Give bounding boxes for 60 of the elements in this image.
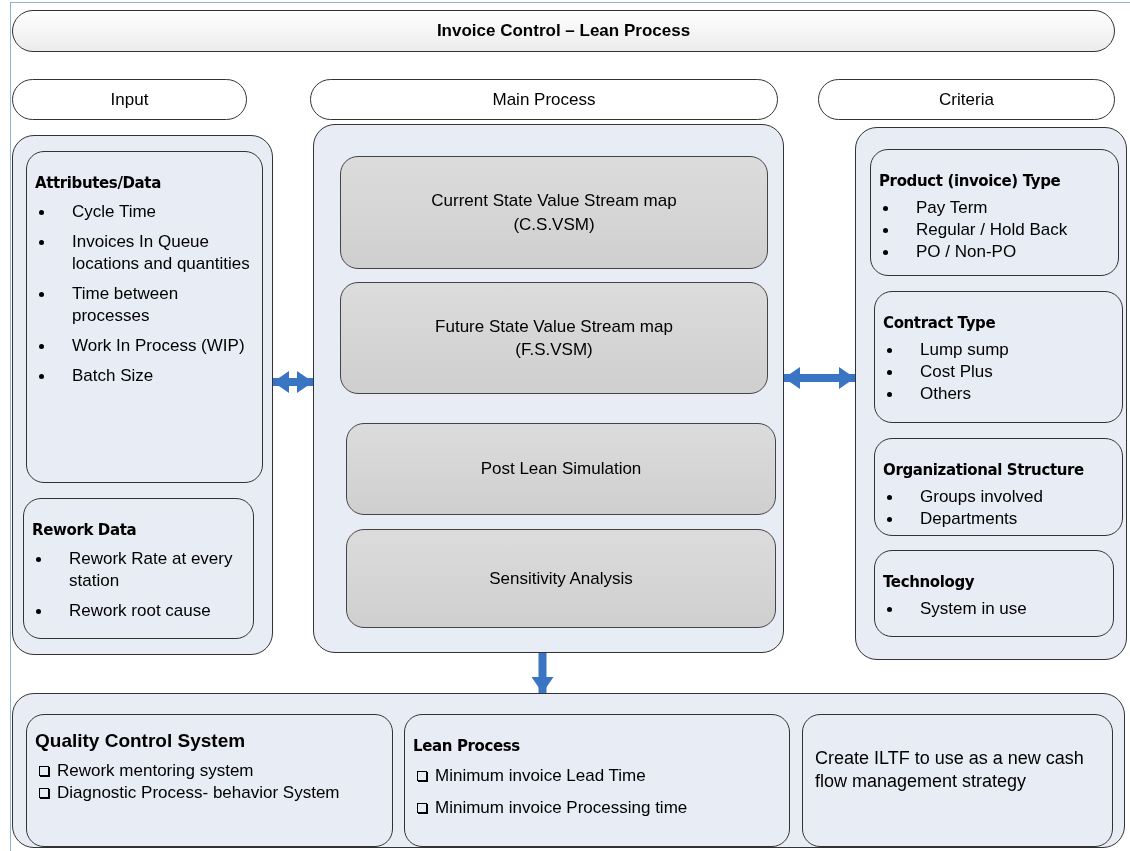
list-item: Rework mentoring system	[57, 759, 254, 782]
list-item: Cost Plus	[920, 360, 993, 383]
list-item: Invoices In Queue locations and quantities	[72, 230, 251, 275]
output-panel	[12, 693, 1125, 848]
list-item: Time between processes	[72, 282, 180, 327]
list-item: Departments	[920, 507, 1018, 530]
note-text: Create ILTF to use as a new cash flow management strategy	[815, 747, 1085, 794]
process-box	[340, 156, 768, 269]
title-bar: Invoice Control – Lean Process	[12, 10, 1115, 52]
process-text: Current State Value Stream map (C.S.VSM)	[430, 190, 678, 236]
criteria-card	[874, 438, 1123, 536]
process-text: Future State Value Stream map (F.S.VSM)	[434, 315, 674, 361]
output-card	[802, 714, 1113, 847]
output-card	[26, 714, 393, 847]
list-item: Work In Process (WIP)	[72, 334, 245, 357]
process-box	[346, 423, 776, 515]
list-item: Rework root cause	[69, 599, 211, 622]
list-item: PO / Non-PO	[916, 240, 1017, 263]
header-text: Input	[110, 88, 149, 111]
list-item: Minimum invoice Lead Time	[435, 764, 646, 787]
list-item: Groups involved	[920, 485, 1043, 508]
list-item: Others	[920, 382, 972, 405]
input-panel	[12, 135, 273, 655]
output-card	[404, 714, 790, 847]
list-item: Cycle Time	[72, 200, 157, 223]
column-header	[310, 79, 778, 120]
block-arrow	[273, 371, 313, 393]
criteria-card	[874, 291, 1123, 423]
card-heading: Attributes/Data	[35, 173, 162, 194]
process-box	[340, 282, 768, 394]
card-heading: Quality Control System	[35, 729, 247, 753]
list-item: Lump sump	[920, 338, 1009, 361]
column-header	[12, 79, 247, 120]
card-heading: Contract Type	[883, 313, 997, 334]
card-heading: Organizational Structure	[883, 460, 1085, 481]
card-heading: Product (invoice) Type	[879, 171, 1062, 192]
list-item: Batch Size	[72, 365, 154, 388]
card-heading: Lean Process	[413, 736, 521, 757]
card-heading: Technology	[883, 572, 976, 593]
list-item: Minimum invoice Processing time	[435, 796, 688, 819]
block-arrow	[531, 653, 554, 693]
list-item: System in use	[920, 597, 1027, 620]
rework-card	[23, 498, 254, 639]
block-arrow	[784, 367, 855, 389]
attributes-card	[26, 151, 263, 483]
list-item: Pay Term	[916, 196, 988, 219]
card-heading: Rework Data	[32, 520, 138, 541]
criteria-panel	[855, 127, 1127, 660]
header-text: Main Process	[492, 88, 596, 111]
list-item: Regular / Hold Back	[916, 218, 1068, 241]
process-text: Sensitivity Analysis	[489, 567, 633, 590]
list-item: Rework Rate at every station	[69, 547, 234, 592]
column-header	[818, 79, 1115, 120]
header-text: Criteria	[939, 88, 994, 111]
process-text: Post Lean Simulation	[480, 458, 642, 481]
main-process-panel	[313, 124, 784, 653]
criteria-card	[870, 149, 1119, 276]
list-item: Diagnostic Process- behavior System	[57, 781, 340, 804]
criteria-card	[874, 550, 1114, 637]
process-box	[346, 529, 776, 628]
